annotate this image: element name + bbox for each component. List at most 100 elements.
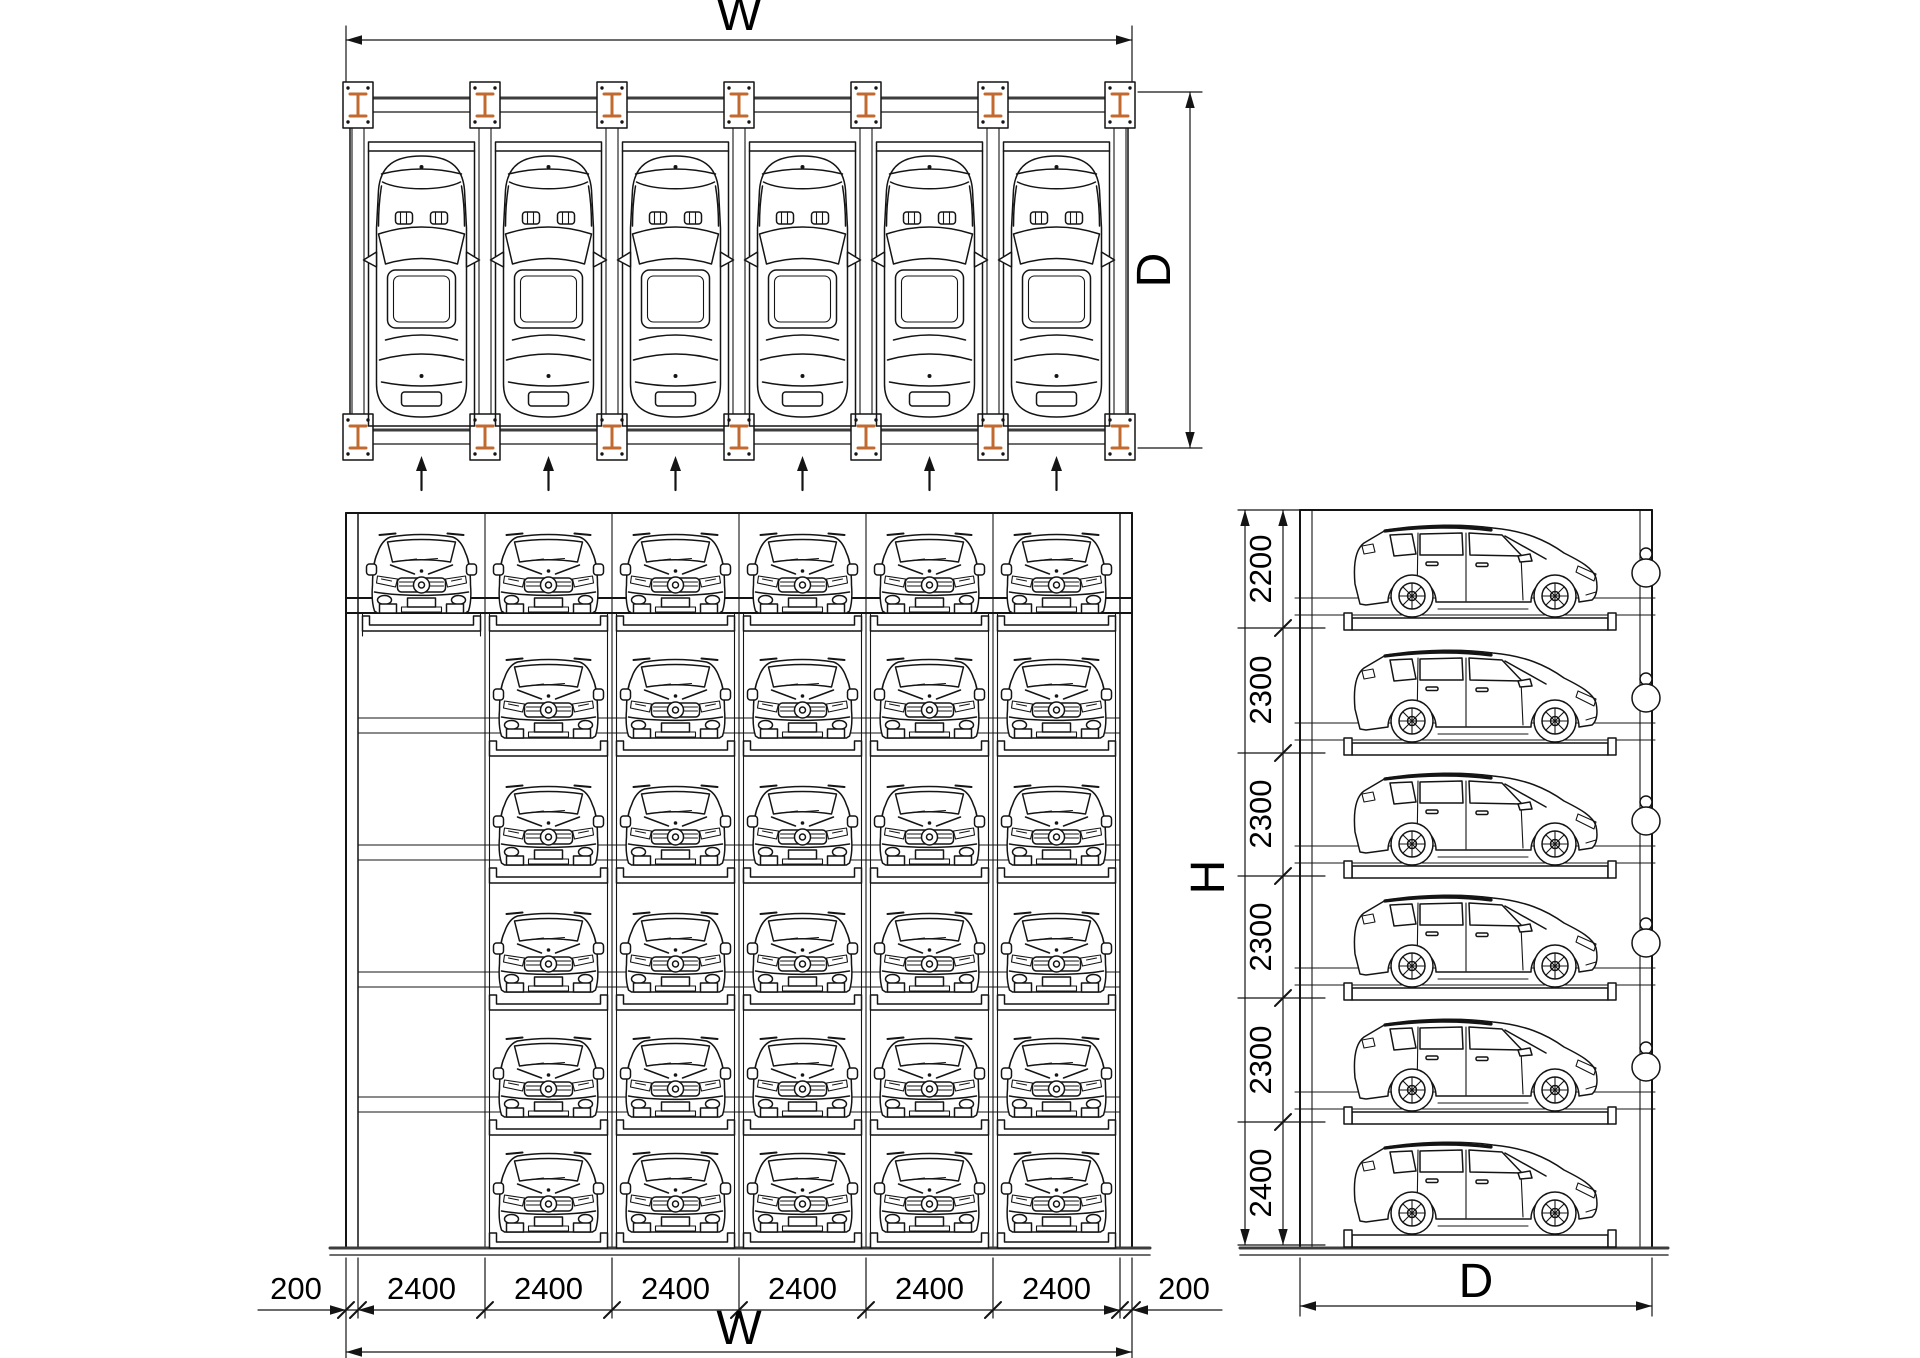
pallet-icon: [996, 1232, 1117, 1249]
side-elevation: H 2200 2300 2300 2300 2300 2400: [1182, 509, 1670, 1317]
hoist-icon: [1631, 1041, 1661, 1082]
side-height-dimensions: H 2200 2300 2300 2300 2300 2400: [1182, 509, 1326, 1246]
hoist-icon: [1631, 672, 1661, 713]
car-front-icon: [873, 784, 986, 866]
car-side-icon: [1352, 893, 1599, 989]
pallet-icon: [615, 1119, 736, 1136]
side-height-label: H: [1182, 860, 1235, 895]
car-front-icon: [619, 911, 732, 993]
car-front-icon: [492, 911, 605, 993]
dim-label-bay-1: 2400: [387, 1271, 456, 1306]
hoist-icon: [1631, 795, 1661, 836]
side-depth-label: D: [1459, 1255, 1494, 1308]
dim-label-bay-6: 2400: [1022, 1271, 1091, 1306]
car-front-icon: [746, 1151, 859, 1233]
car-side-icon: [1352, 648, 1599, 744]
car-front-icon: [873, 532, 986, 614]
pallet-icon: [615, 994, 736, 1011]
hoist-icon: [1631, 547, 1661, 588]
entry-arrow-icon: [1049, 454, 1064, 492]
pallet-icon: [1343, 1229, 1617, 1248]
plan-depth-dimension: D: [1128, 91, 1203, 449]
dim-label-bay-2: 2400: [514, 1271, 583, 1306]
pallet-icon: [742, 1232, 863, 1249]
pallet-icon: [996, 740, 1117, 757]
car-front-icon: [1000, 911, 1113, 993]
column-plate-icon: [976, 80, 1010, 130]
arrow-icon: [345, 34, 363, 46]
arrow-icon: [1277, 509, 1289, 527]
pallet-icon: [996, 867, 1117, 884]
pallet-icon: [869, 1232, 990, 1249]
front-row-5: [488, 1036, 1117, 1136]
side-frame: [1238, 509, 1670, 1256]
level-height-label-3: 2300: [1243, 780, 1278, 849]
plan-depth-label: D: [1128, 253, 1181, 288]
arrow-icon: [1184, 91, 1196, 109]
pallet-icon: [615, 1232, 736, 1249]
car-front-icon: [1000, 657, 1113, 739]
column-plate-icon: [468, 80, 502, 130]
car-front-icon: [873, 911, 986, 993]
front-elevation: 200 2400 2400 2400 2400 2400 2400 200 W: [257, 512, 1223, 1358]
pallet-top: [367, 141, 1111, 427]
entry-arrows: [414, 454, 1064, 492]
arrow-icon: [1277, 1228, 1289, 1246]
car-top-icon: [489, 155, 608, 418]
car-front-icon: [746, 911, 859, 993]
dim-label-bay-4: 2400: [768, 1271, 837, 1306]
car-front-icon: [492, 784, 605, 866]
side-depth-dimension: D: [1299, 1255, 1653, 1317]
level-height-label-1: 2200: [1243, 535, 1278, 604]
column-plate-icon: [1103, 80, 1137, 130]
arrow-icon: [1239, 1228, 1251, 1246]
car-front-icon: [746, 784, 859, 866]
pallet-icon: [615, 867, 736, 884]
car-front-icon: [619, 784, 732, 866]
entry-arrow-icon: [541, 454, 556, 492]
front-row-2: [488, 657, 1117, 757]
front-frame: [328, 512, 1152, 1256]
pallet-icon: [996, 615, 1117, 632]
entry-arrow-icon: [922, 454, 937, 492]
plan-frame: [341, 80, 1137, 462]
car-front-icon: [746, 1036, 859, 1118]
arrow-icon: [345, 1346, 363, 1358]
car-front-icon: [746, 657, 859, 739]
car-front-icon: [619, 1036, 732, 1118]
level-height-label-2: 2300: [1243, 656, 1278, 725]
pallet-icon: [869, 994, 990, 1011]
pallet-icon: [996, 994, 1117, 1011]
car-front-icon: [746, 532, 859, 614]
column-plate-icon: [595, 80, 629, 130]
car-top-icon: [362, 155, 481, 418]
entry-arrow-icon: [414, 454, 429, 492]
level-height-label-5: 2300: [1243, 1026, 1278, 1095]
car-front-icon: [1000, 1036, 1113, 1118]
pallet-icon: [488, 994, 609, 1011]
arrow-icon: [1635, 1300, 1653, 1312]
pallet-icon: [869, 1119, 990, 1136]
car-front-icon: [1000, 1151, 1113, 1233]
column-plate-icon: [341, 80, 375, 130]
level-height-label-6: 2400: [1243, 1149, 1278, 1218]
arrow-icon: [1299, 1300, 1317, 1312]
plan-posts: [351, 111, 1127, 431]
pallet-icon: [869, 615, 990, 632]
front-bottom-dimensions: 200 2400 2400 2400 2400 2400 2400 200 W: [257, 1257, 1223, 1358]
dim-label-200-left: 200: [270, 1271, 322, 1306]
plan-view: W D: [341, 0, 1203, 492]
pallet-icon: [488, 615, 609, 632]
car-side-icon: [1352, 771, 1599, 867]
column-plate-icon: [849, 80, 883, 130]
car-side-icon: [1352, 1140, 1599, 1236]
arrow-icon: [1115, 1346, 1133, 1358]
pallet-icon: [996, 1119, 1117, 1136]
car-front-icon: [492, 532, 605, 614]
car-top-icon: [870, 155, 989, 418]
car-front-icon: [619, 1151, 732, 1233]
pallet-icon: [361, 615, 482, 632]
side-levels: [1343, 523, 1661, 1248]
car-front-icon: [1000, 532, 1113, 614]
